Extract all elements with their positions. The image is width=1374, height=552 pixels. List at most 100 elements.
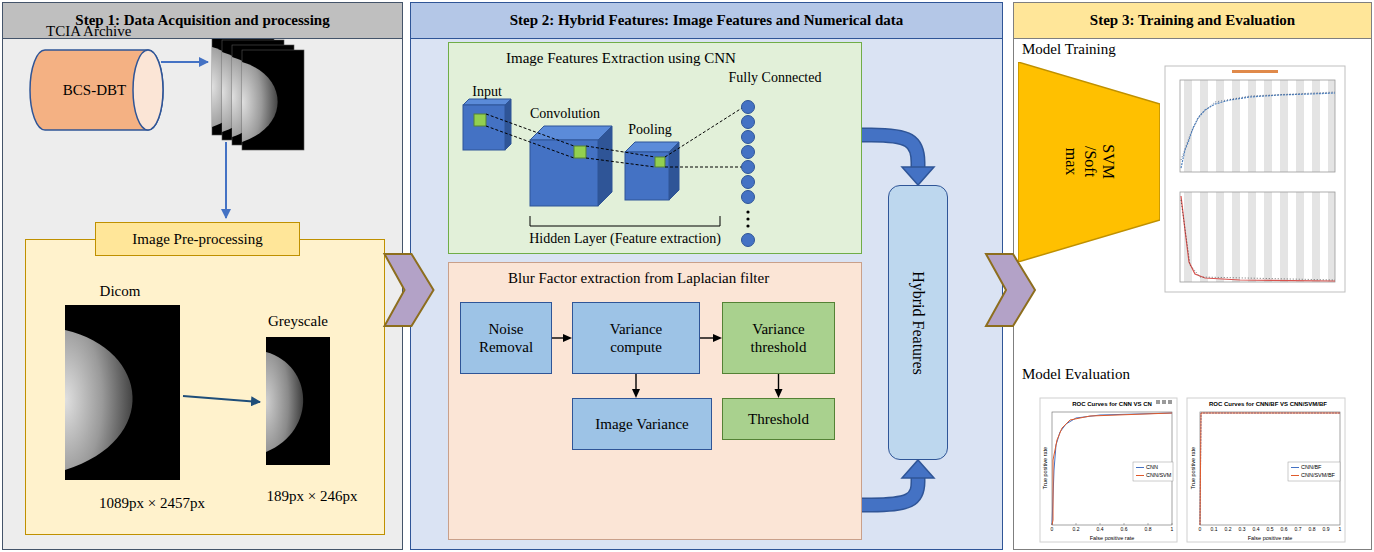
training-progress-plot [1180,80,1335,172]
chart-text: 0 [1051,527,1054,533]
mammogram-stack [222,52,258,132]
panel-heading: Step 3: Training and Evaluation [1014,3,1371,39]
block-arrow [862,135,918,168]
chart-text: ROC Curves for CNN/BF VS CNN/SVM/BF [1209,401,1327,408]
process-box: Threshold [722,398,835,440]
roc-plot [1040,398,1177,542]
pooling-layer [669,142,679,200]
legend-line-sample [1136,467,1144,468]
block-chevron-arrow [986,254,1035,326]
acquisition-arrow [161,62,226,218]
input-layer [505,99,511,150]
node-label: Hybrid Features [909,271,927,375]
database-cylinder: TCIA ArchiveBCS-DBT [28,20,168,135]
roc-plot [1168,400,1172,404]
roc-plot [1052,413,1172,525]
chart-text: ROC Curves for CNN VS CN [1072,401,1152,408]
neuron-circle [742,101,755,247]
trapezoid-outline [1018,62,1160,262]
chart-text: 1 [1339,527,1342,533]
legend-label: CNN/SVM [1146,472,1171,478]
training-progress-plot [1181,200,1335,280]
arrow-connector [635,374,636,390]
neuron-circle [742,161,755,174]
neuron-circle [742,176,755,189]
legend-label: CNN [1146,464,1158,470]
mammogram-stack [212,35,304,150]
block-chevron-arrow [986,254,1035,326]
mammogram-stack [242,50,304,150]
panel-heading: TCIA Archive [28,20,168,42]
step-panel: Step 1: Data Acquisition and processingT… [2,2,403,550]
arrow-connector [552,337,564,338]
mammogram-stack [242,62,278,142]
acquisition-arrow [225,142,227,218]
arrow-connector [700,334,722,342]
text-label: Model Training [1022,41,1116,58]
neuron-circle [742,101,755,114]
training-progress-plot [1181,93,1335,168]
blur-factor-group: Blur Factor extraction from Laplacian fi… [448,262,862,540]
roc-plot [1162,400,1166,404]
training-progress-plot [1181,92,1335,160]
roc-plot [1052,413,1172,525]
training-progress-plot [1180,192,1335,282]
chart-text: 0.8 [1309,527,1316,533]
acquisition-arrow [161,61,208,63]
chart-text: True positive rate [1190,447,1196,489]
text-label: Fully Connected [729,70,822,86]
block-arrow [862,135,934,185]
block-arrow [862,460,934,505]
ellipsis-dots [746,217,749,220]
arrow-connector [700,337,714,338]
node-label: Variance threshold [737,320,820,356]
process-box: Variance threshold [722,302,835,374]
legend-line-sample [1291,475,1299,476]
roc-plot [1200,413,1340,525]
convolution-layer [530,126,612,140]
legend-label: CNN/BF [1301,464,1321,470]
text-label: 189px × 246px [267,488,358,505]
roc-plot [1133,462,1173,481]
convolution-layer [598,126,612,206]
block-arrow [862,135,918,168]
training-progress-plot [1165,66,1345,292]
chart-text: 0.2 [1225,527,1232,533]
hidden-layer-bracket [530,216,720,226]
receptive-field-line [586,158,655,167]
neuron-circle [742,116,755,129]
hidden-layer-bracket [530,216,720,226]
arrowhead [632,389,640,398]
arrowhead [902,460,934,478]
conversion-arrow [183,396,260,402]
mammogram-stack [232,57,268,137]
ellipsis-dots [746,224,749,227]
text-label: Dicom [100,283,141,300]
roc-plot [1187,398,1345,542]
conversion-arrow [183,396,260,402]
convolution-layer [530,140,598,206]
chart-text: 0.1 [1211,527,1218,533]
kernel-window [574,146,586,158]
arrowhead [775,389,783,398]
neuron-circle [742,131,755,144]
legend-line-sample [1291,467,1299,468]
mammogram-stack [222,40,284,140]
ellipsis-dots [746,210,749,227]
hybrid-features-box: Hybrid Features [888,185,948,460]
chart-text: 0.6 [1281,527,1288,533]
node-label: SVM /Soft max [1061,139,1116,185]
roc-plot [1052,523,1172,525]
node-label: Threshold [748,410,809,428]
training-progress-plot [1180,192,1335,282]
roc-plot [1156,400,1160,404]
input-layer [463,99,511,105]
cylinder-outline [30,50,163,130]
text-label: Model Evaluation [1022,366,1130,383]
text-label: Convolution [530,106,600,122]
kernel-window [655,157,665,167]
chart-text: 0.8 [1145,527,1152,533]
roc-plot [1052,412,1172,525]
kernel-window [474,114,665,167]
